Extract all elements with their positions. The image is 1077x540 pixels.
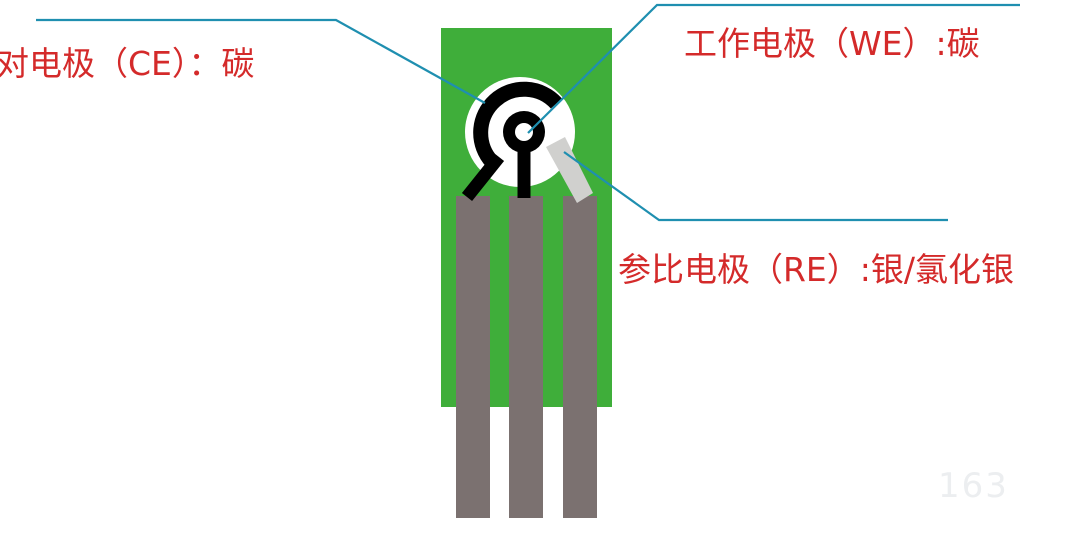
leader-line-ce [36, 18, 486, 104]
contact-pad-ce [456, 196, 490, 518]
working-electrode-center [515, 123, 533, 141]
reference-electrode [546, 137, 593, 203]
label-reference-electrode: 参比电极（RE）:银/氯化银 [618, 250, 1015, 289]
leader-line-we [527, 3, 1020, 134]
label-working-electrode: 工作电极（WE）:碳 [684, 24, 980, 63]
watermark: 163 [938, 466, 1009, 506]
contact-pad-re [563, 196, 597, 518]
contact-pad-we [509, 196, 543, 518]
label-counter-electrode: 对电极（CE）：碳 [0, 44, 255, 83]
counter-electrode-arc [473, 81, 562, 168]
leader-line-re [563, 151, 948, 222]
counter-electrode-trace [461, 152, 505, 202]
